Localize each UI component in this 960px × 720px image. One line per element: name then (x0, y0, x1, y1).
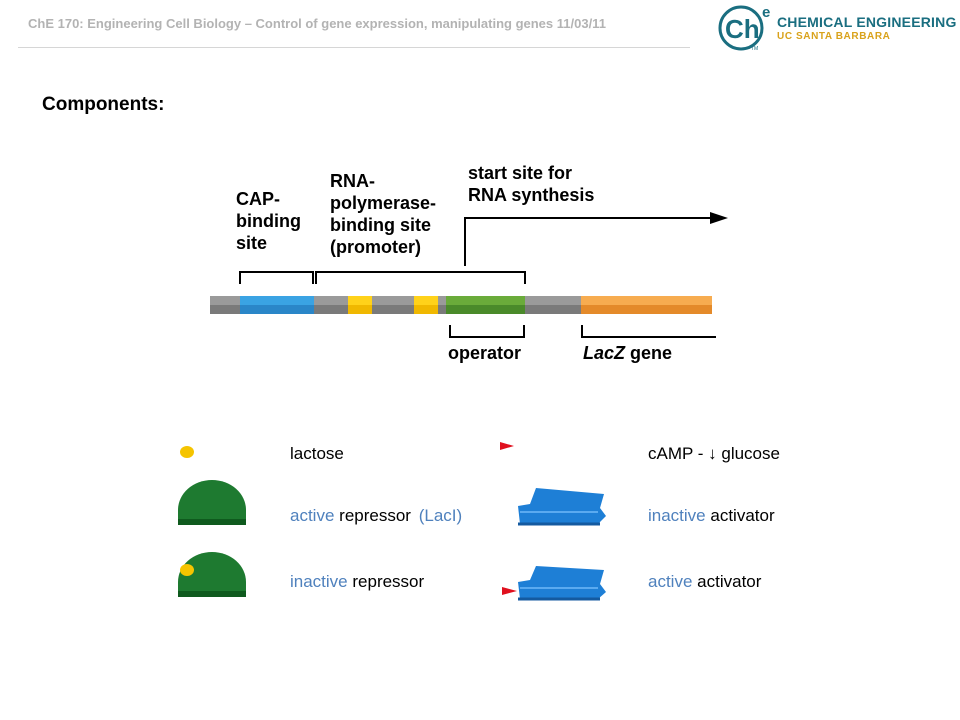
section-title: Components: (42, 94, 165, 115)
camp-icon (500, 442, 514, 450)
cap-site-segment (240, 296, 314, 305)
operator-segment (446, 296, 525, 305)
logo-tm: TM (751, 46, 758, 52)
dna-strip (210, 296, 712, 314)
legend-icons (178, 442, 606, 601)
logo-superscript: e (762, 4, 770, 21)
che-ucsb-logo: Ch e TM CHEMICAL ENGINEERING UC SANTA BA… (714, 2, 957, 52)
camp-label: cAMP - ↓ glucose (648, 444, 780, 463)
lactose-icon (180, 446, 194, 458)
active-activator-label: active activator (648, 572, 761, 592)
inactive-repressor-keyword: inactive (290, 572, 348, 591)
logo-mark-text: Ch (725, 14, 760, 44)
inactive-activator-keyword: inactive (648, 506, 706, 525)
transcription-start-arrow (464, 212, 728, 266)
logo-university: UC SANTA BARBARA (777, 31, 891, 42)
inactive-repressor-label: inactive repressor (290, 572, 424, 592)
operator-bracket (449, 325, 525, 338)
laci-label: (LacI) (418, 506, 463, 525)
che-logo-mark: Ch e TM (718, 4, 770, 52)
promoter-bracket (315, 271, 526, 284)
inactive-activator-label: inactive activator (648, 506, 775, 526)
region-brackets (239, 271, 716, 338)
active-repressor-label: active repressor (LacI) (290, 506, 462, 526)
inactive-activator-text: activator (710, 506, 775, 525)
inactive-repressor-icon (178, 552, 246, 597)
promoter-box-1 (348, 296, 372, 305)
lactose-label: lactose (290, 444, 344, 463)
cap-site-label: CAP- binding site (236, 189, 301, 253)
lacz-bracket (581, 325, 716, 338)
inactive-activator-icon (518, 488, 606, 526)
promoter-box-2 (414, 296, 438, 305)
lacz-gene-name: LacZ (583, 343, 626, 363)
active-repressor-icon (178, 480, 246, 525)
inactive-repressor-text: repressor (352, 572, 425, 591)
lacz-gene-word: gene (630, 343, 673, 363)
active-activator-keyword: active (648, 572, 693, 591)
operator-label: operator (448, 343, 522, 363)
active-repressor-keyword: active (290, 506, 335, 525)
logo-department: CHEMICAL ENGINEERING (777, 14, 957, 30)
slide-header-title: ChE 170: Engineering Cell Biology – Cont… (28, 16, 606, 31)
bound-camp-icon (502, 587, 517, 595)
promoter-label: RNA- polymerase- binding site (promoter) (330, 171, 437, 257)
lacz-segment (581, 296, 712, 305)
active-activator-text: activator (697, 572, 762, 591)
lacz-label: LacZ gene (583, 342, 672, 364)
cap-site-bracket (239, 271, 314, 284)
active-repressor-text: repressor (339, 506, 411, 525)
header-divider (18, 47, 690, 48)
start-site-label: start site for RNA synthesis (468, 163, 595, 205)
active-activator-icon (502, 566, 606, 601)
